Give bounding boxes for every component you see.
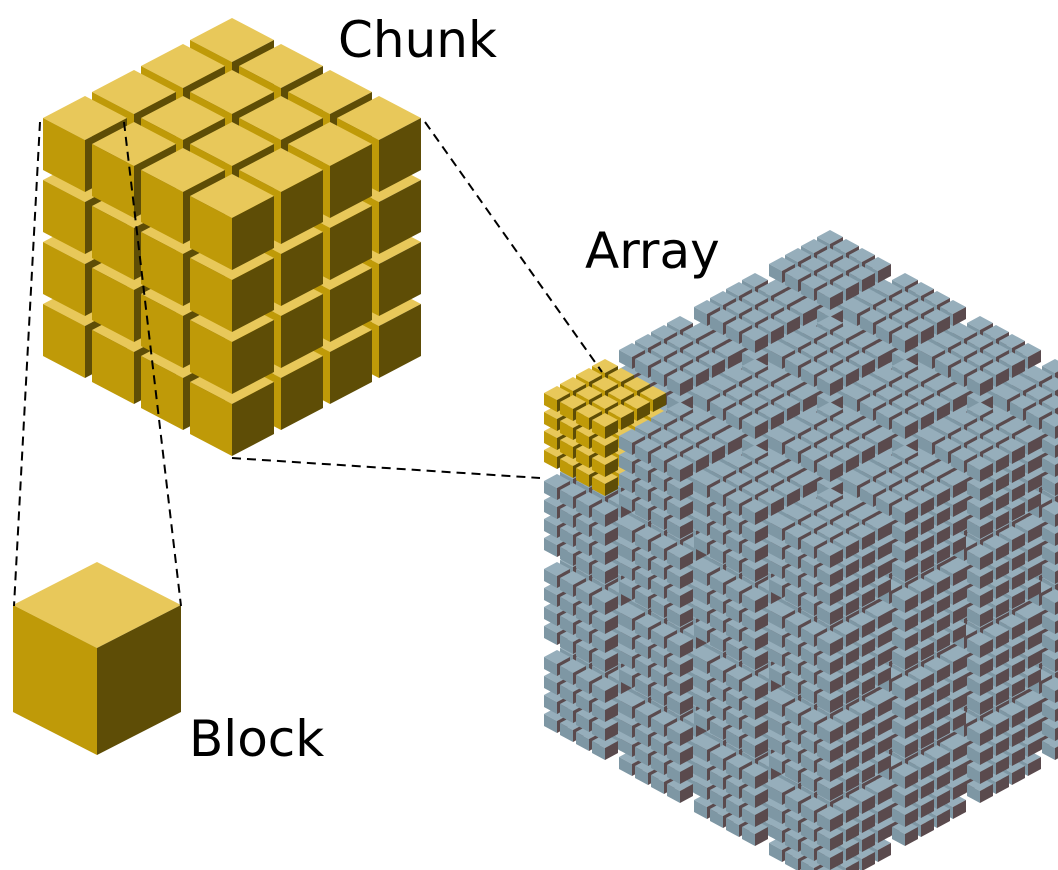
block-cube [13,562,181,755]
block-label: Block [189,710,324,768]
leader-chunk-top-to-array [424,121,603,373]
array-label: Array [585,222,720,280]
array-block-3-3-3 [817,284,843,310]
array-block-3-0-3 [940,300,966,326]
array-block-3-3-3 [742,327,768,353]
array-block-3-3-3 [892,327,918,353]
array-cube [544,230,1058,870]
chunk-cube [43,18,421,456]
chunk-label: Chunk [338,11,497,69]
block-cube-faces [13,562,181,755]
leader-chunk-bottom-to-array [231,457,541,479]
leader-chunk-to-block-left [13,121,41,607]
